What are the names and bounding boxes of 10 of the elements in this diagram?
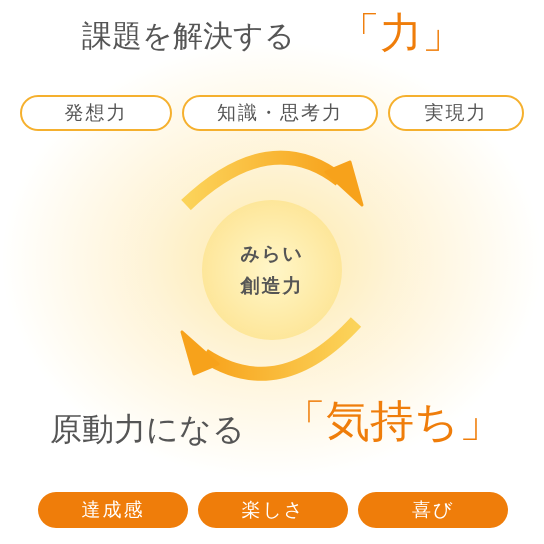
- feeling-pill: 喜び: [358, 492, 508, 528]
- heading-text: 課題を解決する: [82, 22, 295, 52]
- skill-pill: 発想力: [20, 95, 172, 131]
- heading-accent: 「力」: [338, 12, 464, 54]
- skill-pill: 知識・思考力: [182, 95, 378, 131]
- heading-text: 原動力になる: [50, 413, 245, 445]
- feeling-pill: 達成感: [38, 492, 188, 528]
- feeling-pill: 楽しさ: [198, 492, 348, 528]
- heading-accent: 「気持ち」: [282, 400, 503, 444]
- skill-pill: 実現力: [388, 95, 524, 131]
